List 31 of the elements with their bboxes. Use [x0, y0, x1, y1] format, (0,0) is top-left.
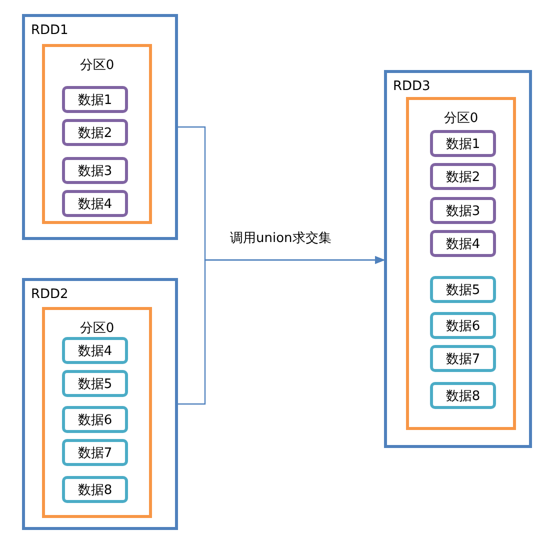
data-box: 数据4 — [62, 190, 128, 217]
partition-label: 分区0 — [78, 57, 116, 74]
data-box: 数据6 — [430, 312, 496, 339]
partition-box — [42, 44, 152, 224]
rdd-label: RDD3 — [393, 79, 430, 94]
data-box: 数据7 — [62, 439, 128, 466]
rdd-box — [384, 70, 532, 448]
data-box: 数据8 — [62, 476, 128, 503]
data-box: 数据8 — [430, 382, 496, 409]
partition-box — [406, 97, 516, 430]
data-box: 数据5 — [430, 276, 496, 303]
data-box: 数据4 — [62, 337, 128, 364]
partition-box — [42, 307, 152, 518]
data-box: 数据1 — [430, 130, 496, 157]
rdd-box — [22, 278, 178, 530]
data-box: 数据3 — [430, 197, 496, 224]
edge-label: 调用union求交集 — [230, 229, 332, 247]
data-box: 数据7 — [430, 345, 496, 372]
rdd-box — [22, 14, 178, 240]
data-box: 数据6 — [62, 406, 128, 433]
partition-label: 分区0 — [442, 110, 480, 127]
arrow — [178, 256, 385, 405]
data-box: 数据2 — [430, 163, 496, 190]
data-box: 数据5 — [62, 370, 128, 397]
rdd-label: RDD1 — [31, 23, 68, 38]
data-box: 数据4 — [430, 230, 496, 257]
data-box: 数据2 — [62, 119, 128, 146]
data-box: 数据3 — [62, 157, 128, 184]
rdd-label: RDD2 — [31, 287, 68, 302]
partition-label: 分区0 — [78, 320, 116, 337]
data-box: 数据1 — [62, 86, 128, 113]
